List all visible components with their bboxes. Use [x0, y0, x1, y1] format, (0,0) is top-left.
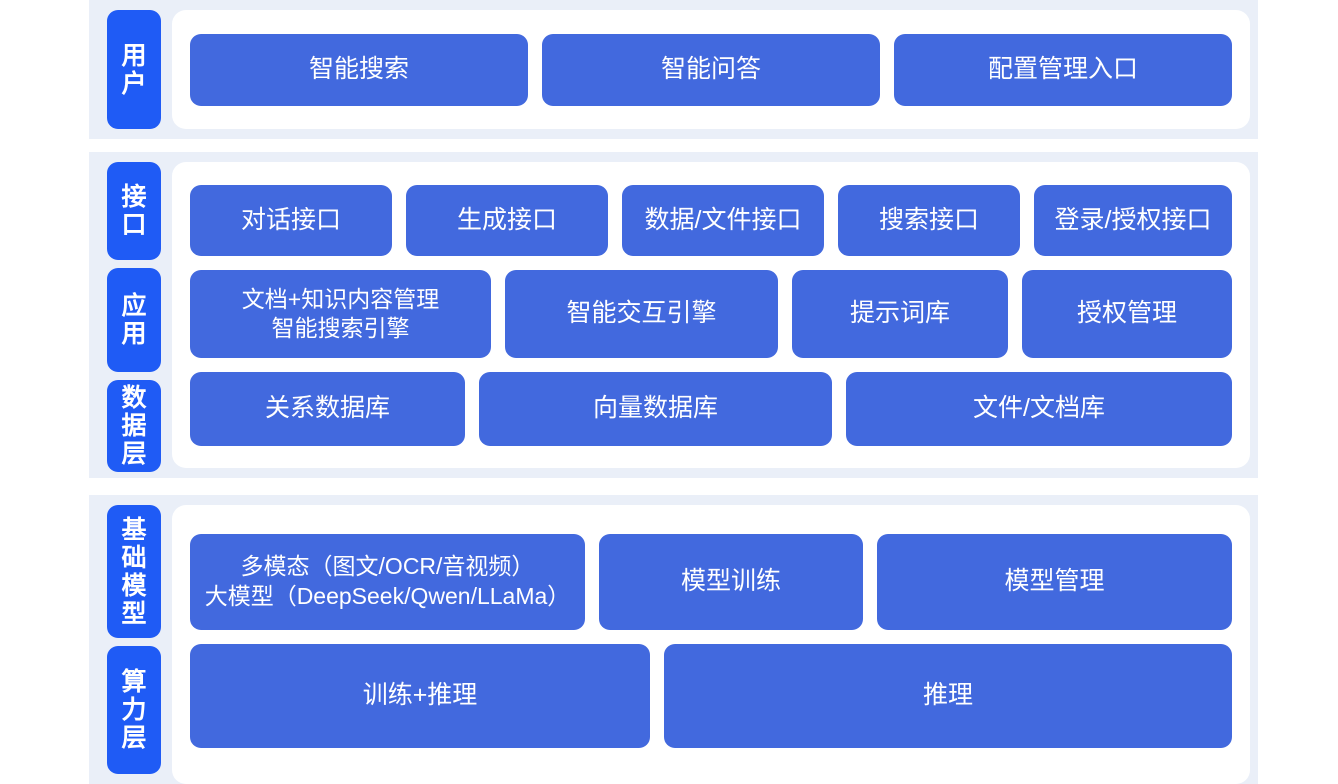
box-authorization-management[interactable]: 授权管理 — [1022, 269, 1232, 358]
box-generation-api[interactable]: 生成接口 — [406, 184, 608, 256]
layer-label-compute: 算力层 — [107, 646, 161, 774]
section-infrastructure-labels: 基础模型 算力层 — [89, 495, 161, 784]
box-intelligent-search[interactable]: 智能搜索 — [190, 33, 528, 106]
section-middle-labels: 接口 应用 数据层 — [89, 152, 161, 478]
interface-row: 对话接口 生成接口 数据/文件接口 搜索接口 登录/授权接口 — [190, 184, 1232, 256]
box-intelligent-qa[interactable]: 智能问答 — [542, 33, 880, 106]
data-row: 关系数据库 向量数据库 文件/文档库 — [190, 371, 1232, 446]
section-user-labels: 用户 — [89, 0, 161, 139]
layer-label-interface: 接口 — [107, 162, 161, 260]
box-training-and-inference[interactable]: 训练+推理 — [190, 643, 650, 748]
section-user-card: 智能搜索 智能问答 配置管理入口 — [172, 10, 1250, 129]
box-dialog-api[interactable]: 对话接口 — [190, 184, 392, 256]
model-row: 多模态（图文/OCR/音视频） 大模型（DeepSeek/Qwen/LLaMa）… — [190, 533, 1232, 630]
layer-label-data: 数据层 — [107, 380, 161, 472]
layer-label-user: 用户 — [107, 10, 161, 129]
section-infrastructure: 基础模型 算力层 多模态（图文/OCR/音视频） 大模型（DeepSeek/Qw… — [89, 495, 1258, 784]
box-model-training[interactable]: 模型训练 — [599, 533, 863, 630]
box-inference[interactable]: 推理 — [664, 643, 1232, 748]
layer-label-foundation-model: 基础模型 — [107, 505, 161, 638]
section-infrastructure-card: 多模态（图文/OCR/音视频） 大模型（DeepSeek/Qwen/LLaMa）… — [172, 505, 1250, 784]
section-middle-card: 对话接口 生成接口 数据/文件接口 搜索接口 登录/授权接口 文档+知识内容管理… — [172, 162, 1250, 468]
box-file-document-store[interactable]: 文件/文档库 — [846, 371, 1232, 446]
section-middle: 接口 应用 数据层 对话接口 生成接口 数据/文件接口 搜索接口 登录/授权接口… — [89, 152, 1258, 478]
box-vector-database[interactable]: 向量数据库 — [479, 371, 832, 446]
box-relational-database[interactable]: 关系数据库 — [190, 371, 465, 446]
section-user: 用户 智能搜索 智能问答 配置管理入口 — [89, 0, 1258, 139]
box-data-file-api[interactable]: 数据/文件接口 — [622, 184, 824, 256]
layer-label-application: 应用 — [107, 268, 161, 372]
box-search-api[interactable]: 搜索接口 — [838, 184, 1020, 256]
compute-row: 训练+推理 推理 — [190, 643, 1232, 748]
box-document-knowledge-management[interactable]: 文档+知识内容管理 智能搜索引擎 — [190, 269, 491, 358]
box-intelligent-interaction-engine[interactable]: 智能交互引擎 — [505, 269, 778, 358]
user-row: 智能搜索 智能问答 配置管理入口 — [190, 33, 1232, 106]
application-row: 文档+知识内容管理 智能搜索引擎 智能交互引擎 提示词库 授权管理 — [190, 269, 1232, 358]
box-multimodal-large-model[interactable]: 多模态（图文/OCR/音视频） 大模型（DeepSeek/Qwen/LLaMa） — [190, 533, 585, 630]
box-config-management-entry[interactable]: 配置管理入口 — [894, 33, 1232, 106]
box-model-management[interactable]: 模型管理 — [877, 533, 1232, 630]
box-login-auth-api[interactable]: 登录/授权接口 — [1034, 184, 1232, 256]
box-prompt-library[interactable]: 提示词库 — [792, 269, 1008, 358]
